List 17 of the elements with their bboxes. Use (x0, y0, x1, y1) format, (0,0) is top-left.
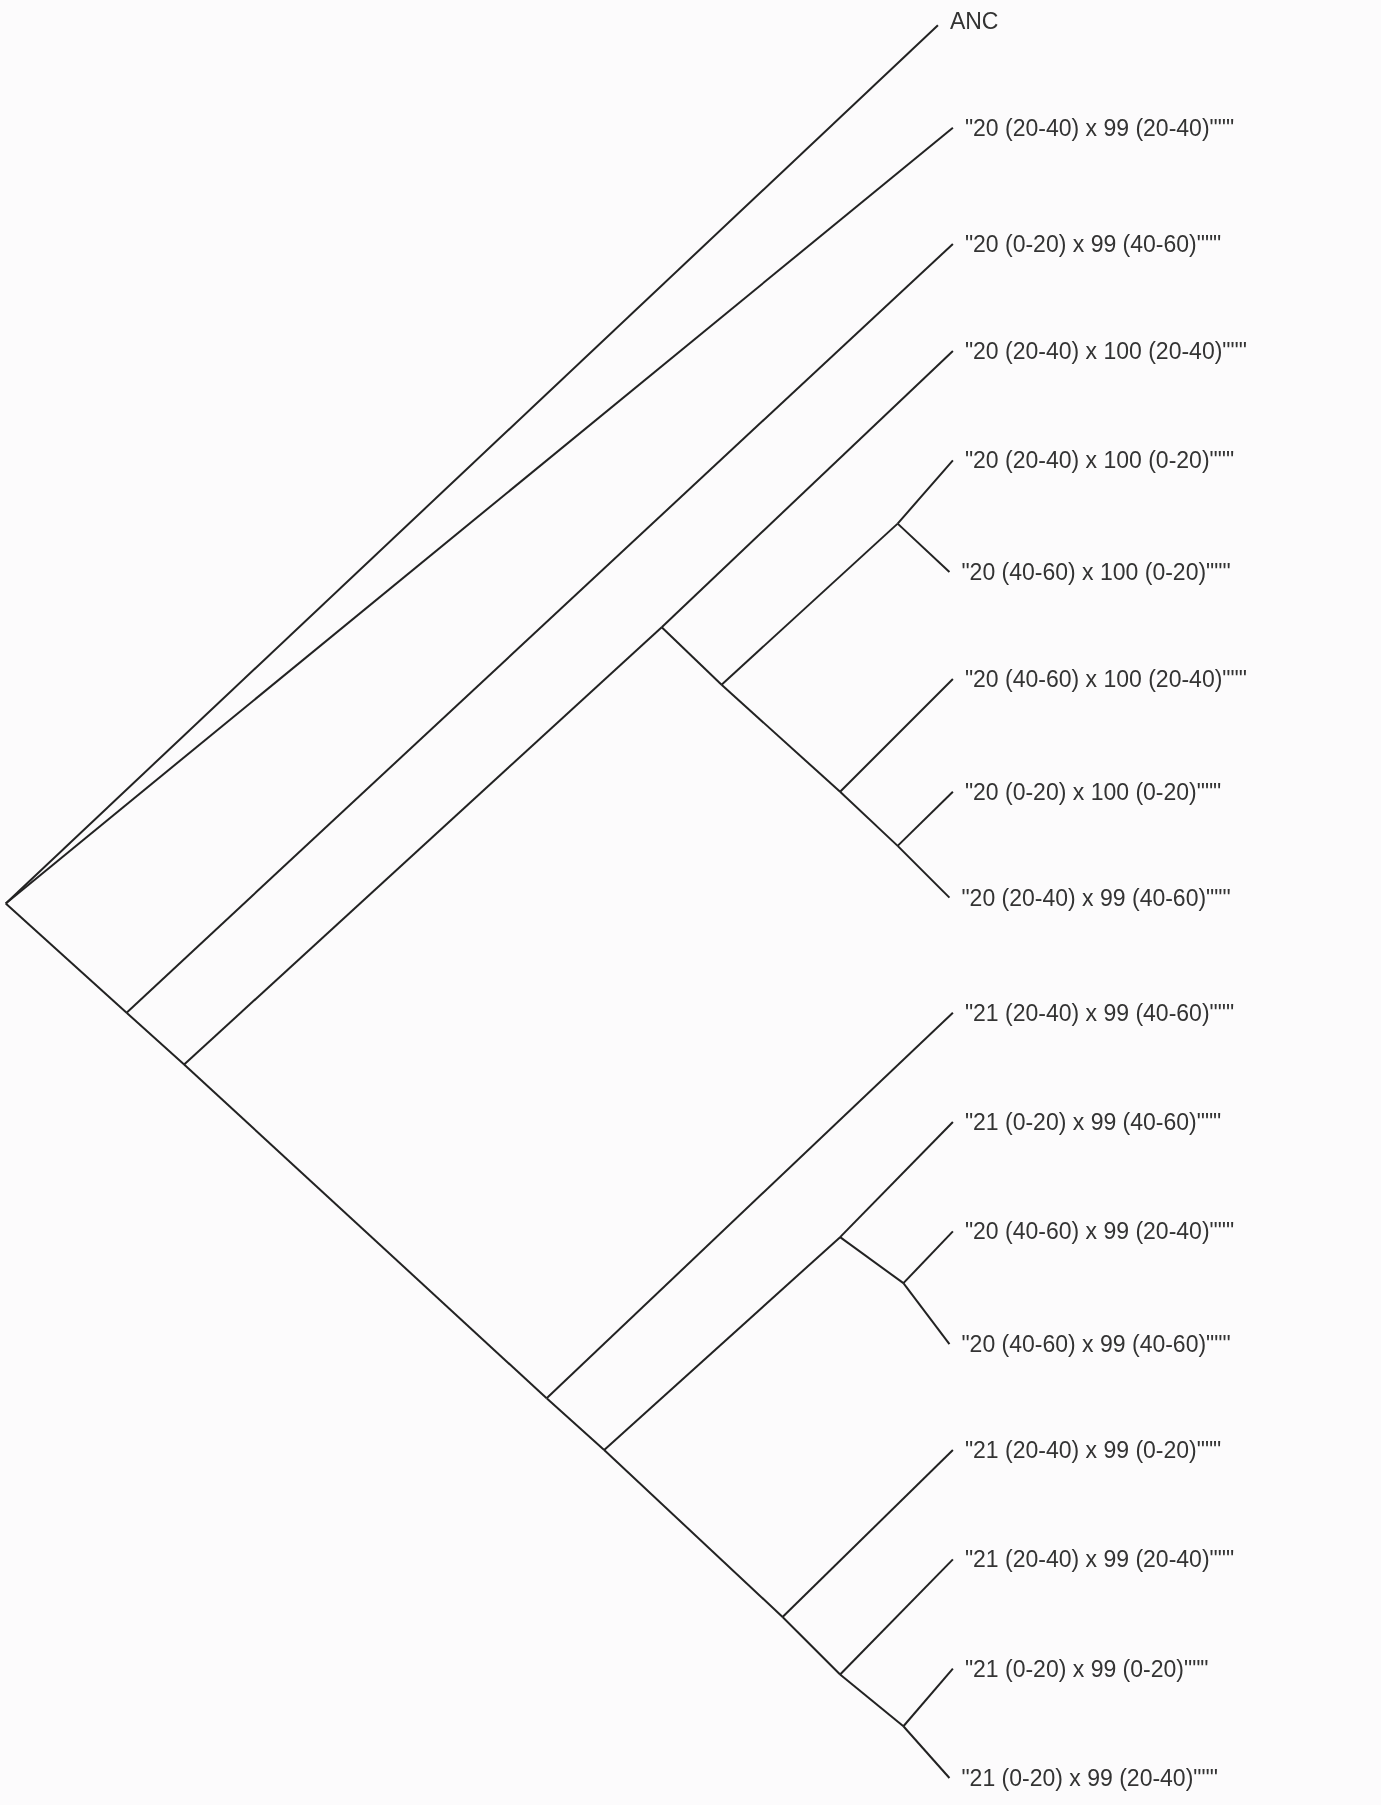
taxon-label: "21 (20-40) x 99 (0-20)""" (964, 1436, 1222, 1465)
taxon-label: "20 (40-60) x 99 (40-60)""" (961, 1330, 1231, 1359)
taxon-label: "20 (20-40) x 99 (20-40)""" (964, 113, 1235, 142)
taxon-label: "21 (0-20) x 99 (20-40)""" (961, 1764, 1218, 1793)
taxon-label: "20 (40-60) x 99 (20-40)""" (964, 1217, 1235, 1246)
taxon-label: "21 (20-40) x 99 (40-60)""" (964, 998, 1235, 1027)
taxon-label: "20 (0-20) x 100 (0-20)""" (964, 777, 1222, 806)
taxon-label: "20 (20-40) x 99 (40-60)""" (961, 883, 1231, 912)
taxon-label: "20 (40-60) x 100 (20-40)""" (964, 665, 1247, 693)
taxon-label: "21 (0-20) x 99 (40-60)""" (964, 1108, 1222, 1137)
taxon-label: "21 (0-20) x 99 (0-20)""" (964, 1654, 1209, 1683)
taxon-label: "20 (20-40) x 100 (0-20)""" (964, 446, 1235, 475)
taxon-label: "21 (20-40) x 99 (20-40)""" (964, 1545, 1235, 1574)
taxon-label: "20 (40-60) x 100 (0-20)""" (961, 557, 1231, 586)
taxon-label: "20 (20-40) x 100 (20-40)""" (964, 337, 1247, 365)
taxon-label: "20 (0-20) x 99 (40-60)""" (964, 229, 1222, 258)
taxon-label: ANC (949, 6, 999, 35)
